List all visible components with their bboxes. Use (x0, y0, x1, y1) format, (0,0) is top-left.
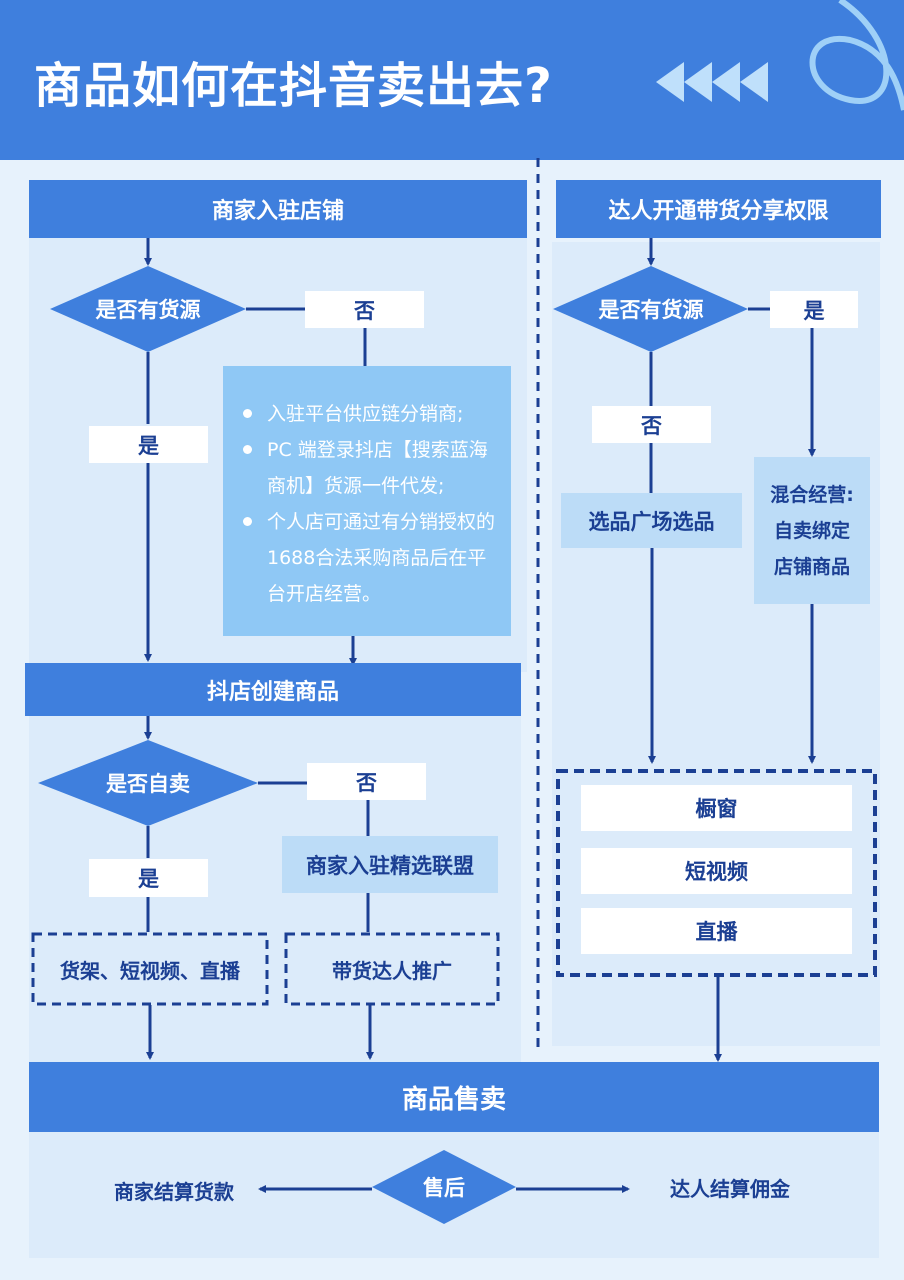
right-channels-dashed-box (556, 769, 877, 977)
mixed-line: 自卖绑定 (773, 519, 850, 542)
supply-info-box: 入驻平台供应链分销商; PC 端登录抖店【搜索蓝海商机】货源一件代发; 个人店可… (223, 366, 511, 636)
left-header: 商家入驻店铺 (29, 180, 527, 238)
creator-commission: 达人结算佣金 (670, 1176, 790, 1201)
channel-live: 直播 (581, 908, 852, 954)
promo-text: 带货达人推广 (332, 958, 452, 983)
yes-label-left-2: 是 (89, 859, 208, 897)
supply-info-item: 入驻平台供应链分销商; (239, 396, 495, 432)
channels-dashed-box (31, 932, 269, 1006)
page-title: 商品如何在抖音卖出去? (34, 58, 553, 114)
decision-text-left-1: 是否有货源 (95, 298, 201, 322)
no-label-left-2: 否 (307, 763, 426, 800)
yes-label-left-1: 是 (89, 426, 208, 463)
after-sale-diamond (372, 1150, 516, 1224)
channels-text: 货架、短视频、直播 (60, 958, 240, 983)
mixed-line: 混合经营: (770, 483, 854, 506)
channel-short-video: 短视频 (581, 848, 852, 894)
yes-label-right: 是 (770, 291, 858, 328)
no-label-right: 否 (592, 406, 711, 443)
decision-diamond-left-2 (38, 740, 258, 826)
merchant-settlement: 商家结算货款 (114, 1179, 234, 1204)
decor-curl (809, 0, 904, 111)
supply-info-item: PC 端登录抖店【搜索蓝海商机】货源一件代发; (239, 432, 495, 504)
decision-diamond-right (553, 266, 748, 352)
mixed-line: 店铺商品 (773, 555, 850, 578)
decision-text-left-2: 是否自卖 (106, 772, 190, 796)
select-box: 选品广场选品 (561, 493, 742, 548)
create-product-header: 抖店创建商品 (25, 663, 521, 716)
no-label-left-1: 否 (305, 291, 424, 328)
promo-dashed-box (284, 932, 500, 1006)
after-sale-text: 售后 (423, 1176, 465, 1200)
mixed-box: 混合经营: 自卖绑定 店铺商品 (754, 457, 870, 604)
right-header: 达人开通带货分享权限 (556, 180, 881, 238)
supply-info-item: 个人店可通过有分销授权的1688合法采购商品后在平台开店经营。 (239, 504, 495, 612)
decision-diamond-left-1 (50, 266, 246, 352)
title-arrows-icon (656, 60, 776, 104)
sale-header: 商品售卖 (29, 1062, 879, 1132)
channel-showcase: 橱窗 (581, 785, 852, 831)
decision-text-right: 是否有货源 (598, 298, 704, 322)
alliance-box: 商家入驻精选联盟 (282, 836, 498, 893)
